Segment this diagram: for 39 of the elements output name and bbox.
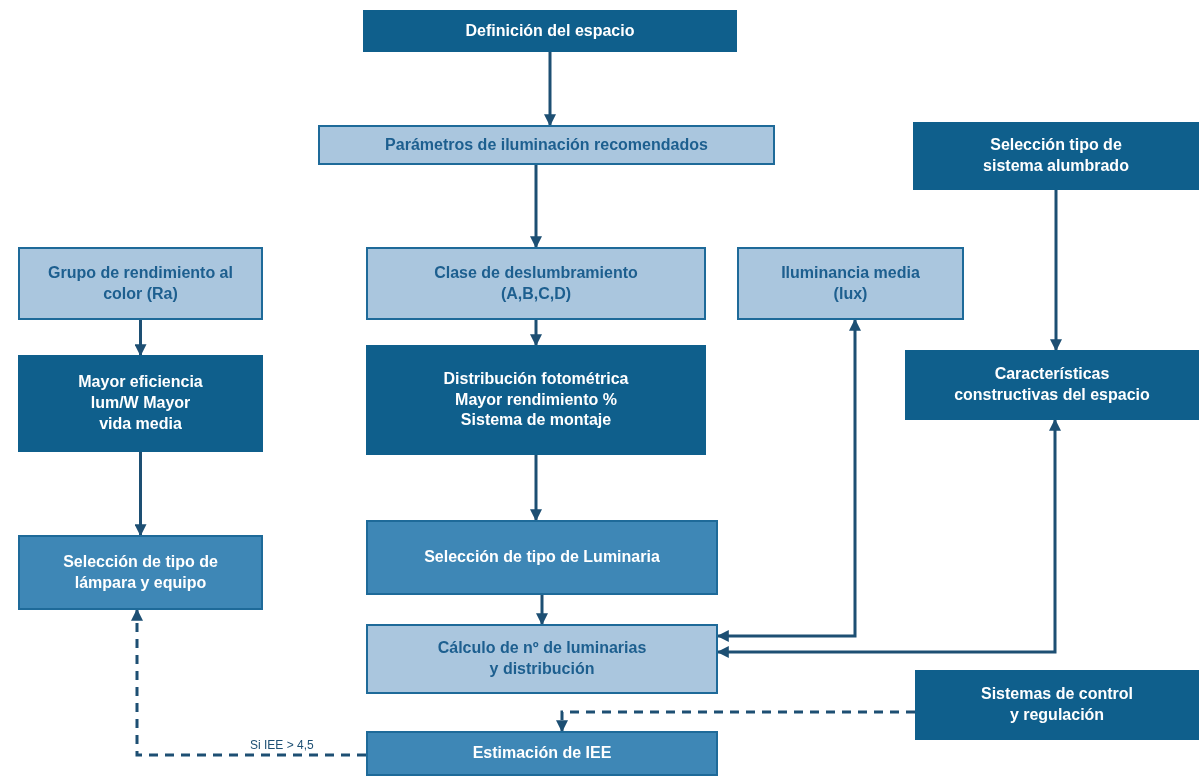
process-box bbox=[18, 535, 263, 610]
box-label: Selección de tipo de Luminaria bbox=[424, 547, 660, 568]
process-box bbox=[366, 520, 718, 595]
dashed-arrow bbox=[556, 710, 915, 733]
arrow bbox=[530, 165, 542, 249]
box-label: Grupo de rendimiento al color (Ra) bbox=[48, 262, 233, 304]
arrow bbox=[536, 595, 548, 626]
arrow bbox=[134, 320, 147, 357]
dashed-arrow bbox=[131, 608, 366, 757]
box-label: Características constructivas del espacio bbox=[953, 364, 1151, 405]
process-box bbox=[363, 10, 737, 52]
box-label: Sistemas de control y regulación bbox=[979, 684, 1134, 725]
process-box bbox=[905, 350, 1199, 420]
box-label: Clase de deslumbramiento (A,B,C,D) bbox=[433, 262, 639, 304]
arrow bbox=[530, 320, 542, 347]
box-label: Parámetros de iluminación recomendados bbox=[385, 134, 708, 155]
box-label: Distribución fotométrica Mayor rendimiento % Sistema de montaje bbox=[442, 368, 630, 431]
box-label: Definición del espacio bbox=[465, 20, 635, 41]
process-box bbox=[737, 247, 964, 320]
box-label: Cálculo de nº de luminarias y distribución bbox=[436, 638, 648, 679]
arrow bbox=[134, 452, 147, 537]
box-label: Estimación de IEE bbox=[472, 743, 612, 764]
arrow bbox=[1050, 190, 1062, 352]
process-box bbox=[18, 247, 263, 320]
box-label: Selección tipo de sistema alumbrado bbox=[982, 135, 1130, 176]
edge-label: Si IEE > 4,5 bbox=[248, 738, 316, 752]
process-box bbox=[913, 122, 1199, 190]
process-box bbox=[366, 247, 706, 320]
box-label: Iluminancia media (lux) bbox=[780, 262, 921, 304]
process-box bbox=[318, 125, 775, 165]
box-label: Mayor eficiencia lum/W Mayor vida media bbox=[77, 372, 204, 434]
process-box bbox=[366, 624, 718, 694]
process-box bbox=[366, 345, 706, 455]
arrow bbox=[530, 455, 542, 522]
arrow bbox=[544, 52, 556, 127]
box-label: Selección de tipo de lámpara y equipo bbox=[62, 551, 219, 593]
process-box bbox=[18, 355, 263, 452]
process-box bbox=[366, 731, 718, 776]
process-box bbox=[915, 670, 1199, 740]
